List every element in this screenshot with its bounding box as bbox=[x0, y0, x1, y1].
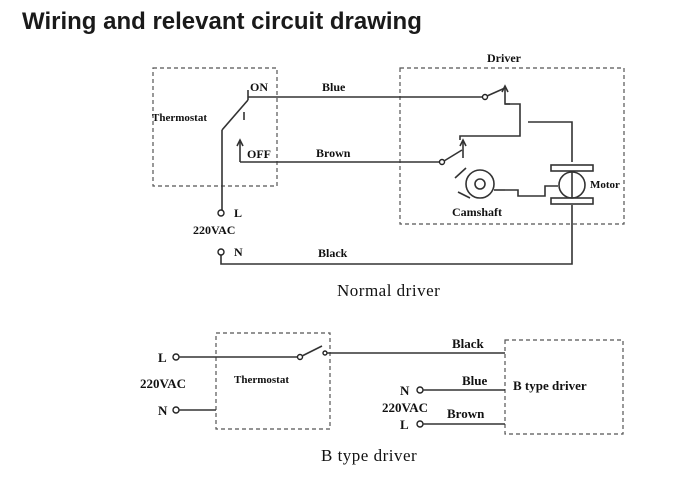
btype-right-l-terminal bbox=[416, 420, 424, 428]
blue-label: Blue bbox=[322, 80, 346, 94]
normal-n-label: N bbox=[234, 245, 243, 259]
btype-blue-label: Blue bbox=[462, 373, 488, 388]
motor-icon bbox=[550, 164, 594, 205]
off-label: OFF bbox=[247, 147, 271, 161]
btype-n-terminal bbox=[172, 406, 180, 414]
btype-right-n-terminal bbox=[416, 386, 424, 394]
btype-n-label: N bbox=[158, 403, 168, 418]
btype-right-voltage-label: 220VAC bbox=[382, 400, 428, 415]
btype-brown-label: Brown bbox=[447, 406, 485, 421]
thermostat-label: Thermostat bbox=[152, 112, 207, 124]
normal-caption: Normal driver bbox=[337, 281, 440, 300]
btype-caption: B type driver bbox=[321, 446, 417, 465]
on-label: ON bbox=[250, 80, 268, 94]
btype-thermostat-switch bbox=[296, 345, 328, 361]
driver-label: Driver bbox=[487, 51, 522, 65]
thermostat-box bbox=[152, 67, 278, 187]
btype-black-label: Black bbox=[452, 336, 485, 351]
btype-driver-label: B type driver bbox=[513, 378, 587, 393]
normal-n-terminal bbox=[217, 248, 225, 256]
btype-l-label: L bbox=[158, 350, 167, 365]
normal-l-label: L bbox=[234, 206, 242, 220]
page-title: Wiring and relevant circuit drawing bbox=[22, 8, 422, 35]
motor-label: Motor bbox=[590, 179, 620, 191]
normal-l-terminal bbox=[217, 209, 225, 217]
thermostat-switch bbox=[221, 90, 249, 210]
btype-voltage-label: 220VAC bbox=[140, 376, 186, 391]
btype-l-terminal bbox=[172, 353, 180, 361]
btype-thermostat-box bbox=[215, 332, 331, 430]
normal-voltage-label: 220VAC bbox=[193, 223, 235, 237]
camshaft-icon bbox=[454, 167, 505, 199]
driver-switch-upper bbox=[481, 84, 510, 105]
btype-thermostat-label: Thermostat bbox=[234, 374, 289, 386]
btype-right-l-label: L bbox=[400, 417, 409, 432]
btype-right-n-label: N bbox=[400, 383, 410, 398]
black-wire bbox=[220, 205, 573, 265]
driver-switch-lower bbox=[438, 138, 467, 166]
driver-internal-wiring bbox=[459, 103, 573, 197]
black-label: Black bbox=[318, 246, 348, 260]
btype-driver-box bbox=[504, 339, 624, 435]
driver-box bbox=[399, 67, 625, 225]
brown-label: Brown bbox=[316, 146, 351, 160]
camshaft-label: Camshaft bbox=[452, 205, 502, 219]
